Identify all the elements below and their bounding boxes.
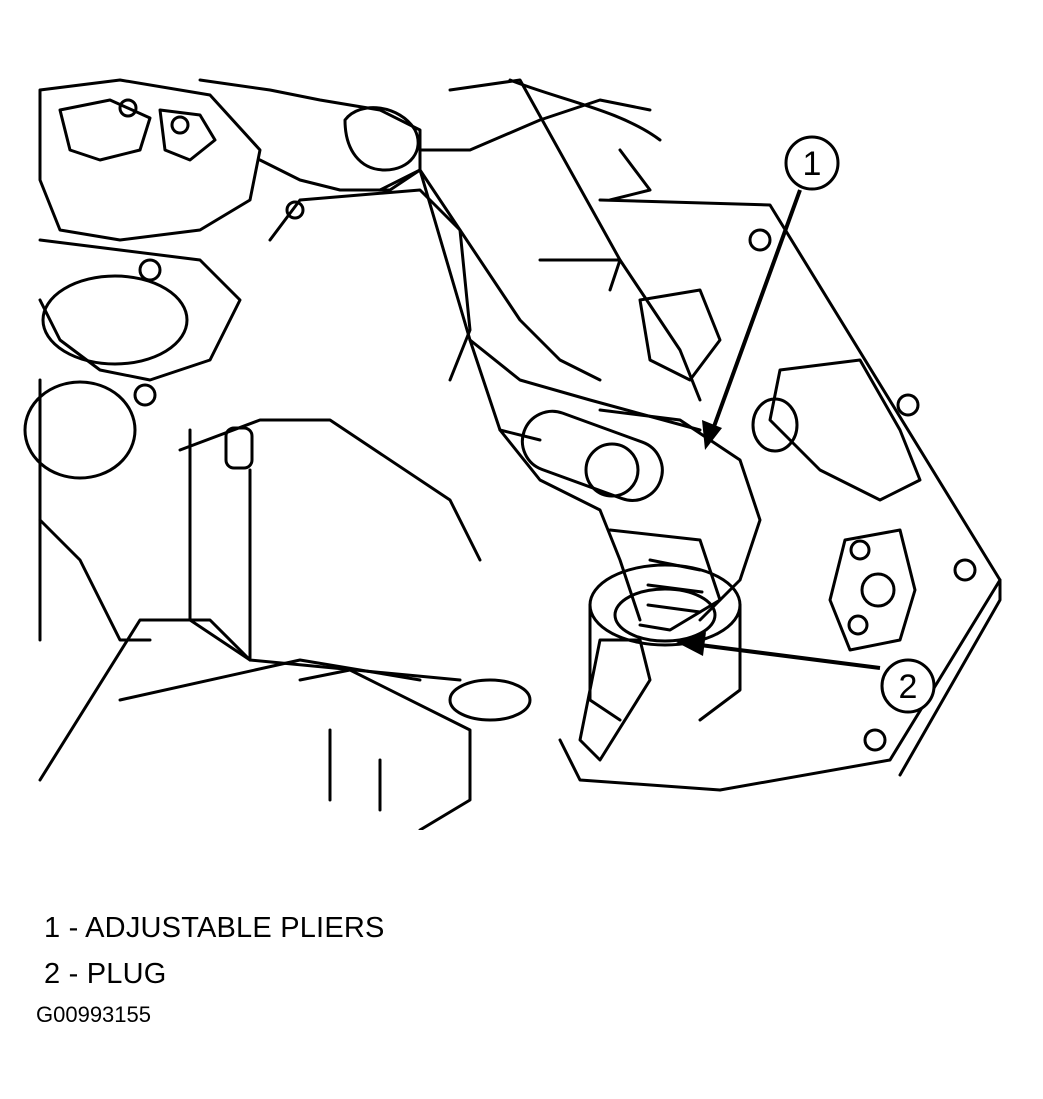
callout-2-arrowhead [676, 632, 706, 656]
callout-2-circle [880, 658, 936, 714]
legend-item-label: ADJUSTABLE PLIERS [85, 912, 385, 944]
callout-2: 2 [676, 632, 936, 714]
legend-item-label: PLUG [86, 958, 167, 990]
legend-item-2: 2 - PLUG [44, 951, 385, 997]
callout-1-number: 1 [803, 145, 822, 183]
legend-item-1: 1 - ADJUSTABLE PLIERS [44, 905, 385, 951]
legend: 1 - ADJUSTABLE PLIERS 2 - PLUG [44, 905, 385, 997]
legend-item-separator: - [68, 912, 79, 944]
callout-1-leader [710, 189, 802, 433]
figure-id: G00993155 [36, 1002, 151, 1027]
plug [588, 563, 742, 722]
callout-2-leader [699, 643, 881, 670]
callout-1-arrowhead [702, 420, 722, 450]
legend-item-separator: - [68, 958, 79, 990]
callout-1-circle [784, 135, 840, 191]
callout-2-number: 2 [899, 668, 918, 706]
legend-item-number: 2 [44, 958, 61, 990]
valve-body-plate [23, 78, 305, 642]
callout-1: 1 [702, 135, 840, 450]
valve-body-illustration: 1 2 [23, 78, 1002, 830]
hand [198, 78, 662, 202]
adjustable-pliers [378, 78, 762, 632]
valve-body-housing [38, 188, 722, 830]
legend-item-number: 1 [44, 912, 61, 944]
transmission-case [598, 198, 1002, 792]
